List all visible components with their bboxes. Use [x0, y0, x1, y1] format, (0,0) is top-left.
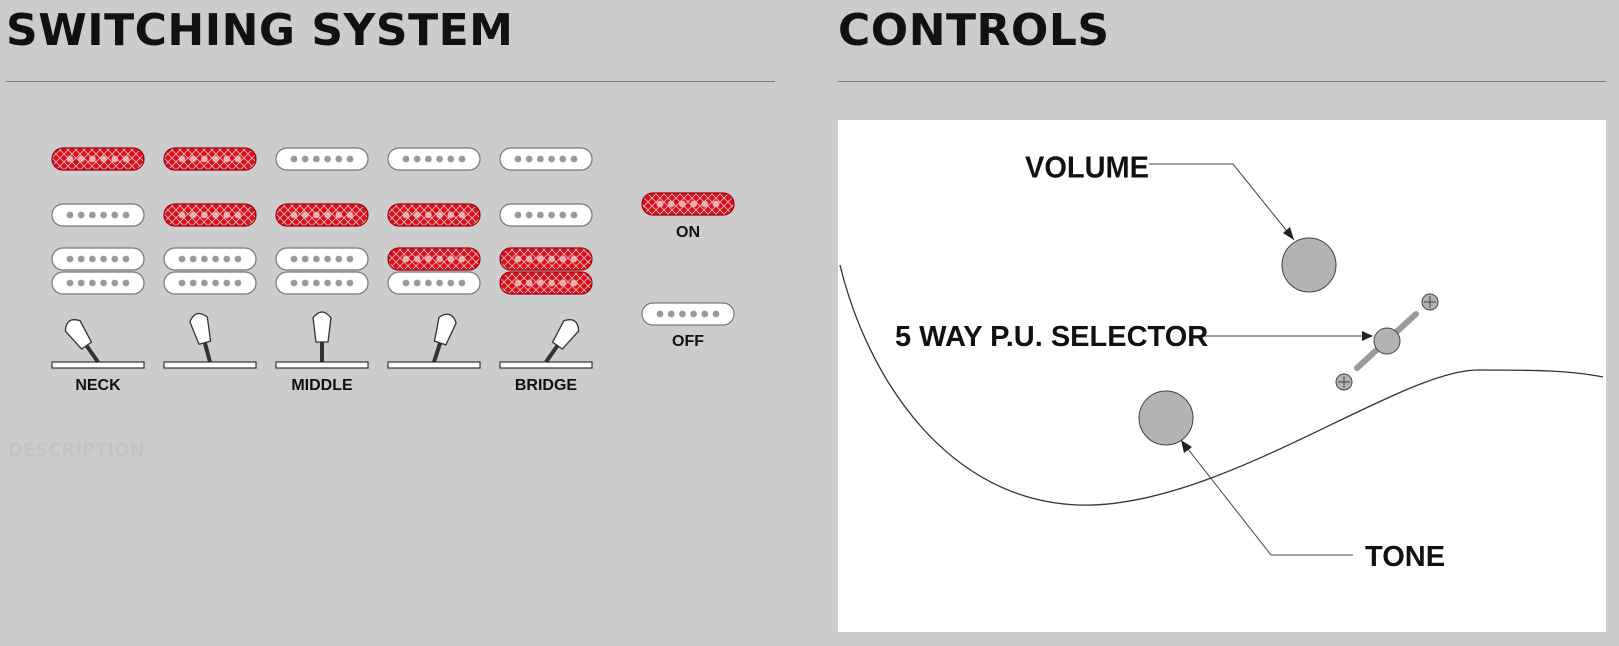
- selector-lever-icon: [275, 311, 369, 369]
- neck-pickup-off: [275, 147, 369, 171]
- selector-lever-icon: [51, 319, 145, 369]
- bridge-coil-off: [51, 271, 145, 295]
- bridge-coil-off: [163, 271, 257, 295]
- neck-pickup-off: [499, 147, 593, 171]
- controls-panel: VOLUME 5 WAY P.U. SELECTOR TONE: [838, 120, 1606, 632]
- middle-pickup-on: [163, 203, 257, 227]
- tone-knob: [1138, 390, 1194, 446]
- position-label: MIDDLE: [291, 377, 353, 394]
- controls-diagram: VOLUME 5 WAY P.U. SELECTOR TONE: [839, 151, 1604, 573]
- selector-lever-icon: [387, 313, 481, 369]
- body-outline: [839, 264, 1604, 506]
- bridge-coil-off: [163, 247, 257, 271]
- arrow-icon: [1181, 440, 1192, 453]
- selector-lever-icon: [163, 312, 257, 369]
- switch-position-column: [387, 147, 481, 369]
- legend-off-label: OFF: [672, 333, 704, 350]
- legend-on-pickup: [641, 192, 735, 216]
- bridge-coil-on: [387, 247, 481, 271]
- selector-label: 5 WAY P.U. SELECTOR: [895, 321, 1208, 353]
- middle-pickup-off: [499, 203, 593, 227]
- position-label: BRIDGE: [515, 377, 578, 394]
- middle-pickup-on: [387, 203, 481, 227]
- selector-lever-icon: [499, 319, 593, 369]
- position-label: NECK: [75, 377, 121, 394]
- switching-diagram: NECK MIDDLE BRIDGE ON OFF: [51, 147, 735, 394]
- tone-leader: [1183, 443, 1353, 556]
- pickup-grid: NECK MIDDLE BRIDGE: [51, 147, 593, 394]
- bridge-coil-off: [387, 271, 481, 295]
- switching-divider: [6, 81, 775, 82]
- bridge-coil-off: [275, 247, 369, 271]
- middle-pickup-on: [275, 203, 369, 227]
- legend-on-label: ON: [676, 224, 700, 241]
- neck-pickup-off: [387, 147, 481, 171]
- neck-pickup-on: [51, 147, 145, 171]
- tone-label: TONE: [1365, 541, 1445, 573]
- neck-pickup-on: [163, 147, 257, 171]
- arrow-icon: [1283, 227, 1294, 240]
- controls-divider: [838, 81, 1606, 82]
- switching-system-title: SWITCHING SYSTEM: [6, 5, 514, 56]
- volume-knob: [1281, 237, 1337, 293]
- selector-screw-icon: [1335, 373, 1353, 391]
- bridge-coil-on: [499, 271, 593, 295]
- controls-title: CONTROLS: [838, 5, 1110, 56]
- selector-screw-icon: [1421, 293, 1439, 311]
- volume-leader: [1149, 163, 1295, 241]
- legend-off-pickup: [641, 302, 735, 326]
- bridge-coil-on: [499, 247, 593, 271]
- bridge-coil-off: [51, 247, 145, 271]
- volume-label: VOLUME: [1025, 151, 1149, 185]
- switch-position-column: NECK: [51, 147, 145, 394]
- legend-on-shape: [641, 192, 735, 216]
- legend-off-shape: [641, 302, 735, 326]
- bridge-coil-off: [275, 271, 369, 295]
- selector-switch: [1335, 293, 1439, 391]
- middle-pickup-off: [51, 203, 145, 227]
- switch-position-column: [163, 147, 257, 369]
- switch-position-column: MIDDLE: [275, 147, 369, 394]
- switch-position-column: BRIDGE: [499, 147, 593, 394]
- legend: ON OFF: [641, 192, 735, 350]
- description-link[interactable]: DESCRIPTION: [8, 440, 145, 461]
- arrow-icon: [1362, 331, 1373, 341]
